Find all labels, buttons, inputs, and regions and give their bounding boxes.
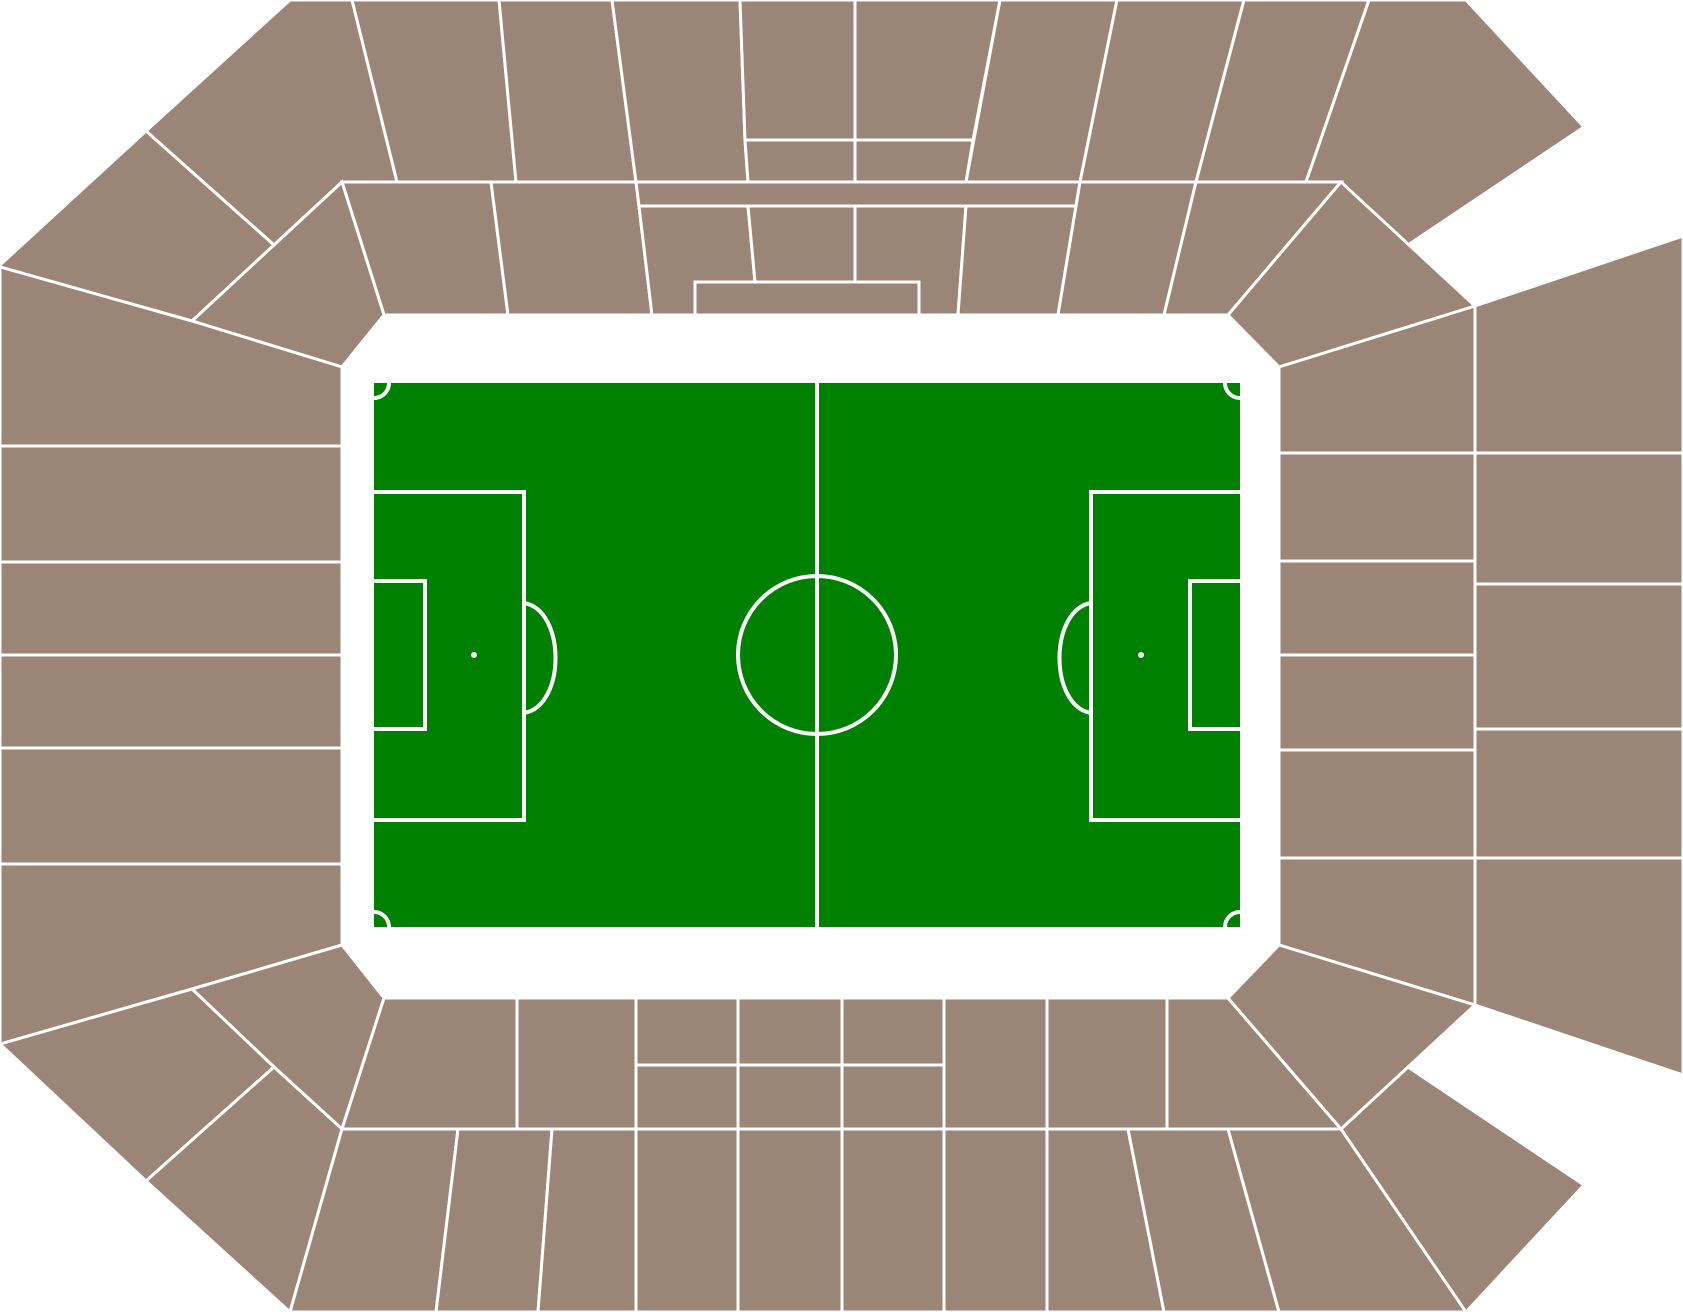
section-east-inner-5[interactable] xyxy=(1277,748,1477,860)
left-penalty-arc xyxy=(523,601,558,715)
section-east-outer-5[interactable] xyxy=(1473,856,1683,1077)
left-penalty-spot xyxy=(471,652,477,658)
corner-arc-top-right xyxy=(1223,382,1241,400)
section-west-3[interactable] xyxy=(0,560,344,657)
section-west-2[interactable] xyxy=(0,444,344,564)
section-top-inner-center-strip[interactable] xyxy=(634,180,1082,208)
left-goal-box xyxy=(374,579,427,731)
section-east-outer-3[interactable] xyxy=(1473,582,1683,731)
section-nw-inner[interactable] xyxy=(189,179,386,369)
section-top-inner-6[interactable] xyxy=(956,204,1078,317)
section-bottom-inner-5a[interactable] xyxy=(840,996,946,1067)
section-bottom-inner-3a[interactable] xyxy=(634,996,740,1067)
section-east-inner-4[interactable] xyxy=(1277,653,1477,752)
section-bottom-outer-4[interactable] xyxy=(634,1127,740,1312)
section-west-4[interactable] xyxy=(0,653,344,750)
section-east-outer-2[interactable] xyxy=(1473,451,1683,586)
section-bottom-inner-2[interactable] xyxy=(515,996,638,1131)
center-circle xyxy=(736,574,898,736)
section-bottom-outer-7[interactable] xyxy=(942,1127,1049,1312)
section-bottom-outer-2[interactable] xyxy=(434,1127,554,1312)
section-bottom-outer-3[interactable] xyxy=(536,1127,638,1312)
corner-arc-bottom-right xyxy=(1223,910,1241,928)
pitch-surface xyxy=(374,383,1240,927)
section-bottom-outer-10[interactable] xyxy=(1226,1127,1468,1312)
section-top-outer-3[interactable] xyxy=(610,0,750,184)
section-bottom-outer-5[interactable] xyxy=(736,1127,844,1312)
left-penalty-box xyxy=(374,490,526,822)
section-east-outer-4[interactable] xyxy=(1473,727,1683,860)
right-penalty-spot xyxy=(1138,652,1144,658)
section-bottom-outer-1[interactable] xyxy=(288,1127,460,1312)
section-west-5[interactable] xyxy=(0,746,344,866)
section-bottom-inner-5b[interactable] xyxy=(840,1063,946,1131)
section-west-1[interactable] xyxy=(0,265,344,448)
section-east-outer-1[interactable] xyxy=(1473,234,1683,455)
soccer-pitch xyxy=(373,382,1241,928)
section-bottom-inner-4a[interactable] xyxy=(736,996,844,1067)
section-top-outer-4a[interactable] xyxy=(738,0,857,142)
section-bottom-outer-8[interactable] xyxy=(1045,1127,1166,1312)
section-bottom-inner-7[interactable] xyxy=(1045,996,1169,1131)
section-bottom-outer-6[interactable] xyxy=(840,1127,946,1312)
section-top-outer-4b[interactable] xyxy=(743,138,857,184)
section-bottom-inner-4b[interactable] xyxy=(736,1063,844,1131)
corner-arc-bottom-left xyxy=(373,910,391,928)
right-goal-box xyxy=(1188,579,1240,731)
corner-arc-top-left xyxy=(373,382,391,400)
section-east-inner-2[interactable] xyxy=(1277,451,1477,563)
right-penalty-box xyxy=(1089,490,1240,822)
section-se-inner[interactable] xyxy=(1225,943,1478,1132)
section-top-outer-5b[interactable] xyxy=(853,138,975,184)
right-penalty-arc xyxy=(1057,601,1092,715)
section-bottom-outer-9[interactable] xyxy=(1126,1127,1281,1312)
section-east-inner-3[interactable] xyxy=(1277,559,1477,657)
section-top-press-box[interactable] xyxy=(693,280,921,317)
section-top-inner-4[interactable] xyxy=(746,204,857,284)
section-bottom-inner-3b[interactable] xyxy=(634,1063,740,1131)
section-top-inner-2[interactable] xyxy=(489,180,654,317)
section-bottom-inner-6[interactable] xyxy=(942,996,1049,1131)
